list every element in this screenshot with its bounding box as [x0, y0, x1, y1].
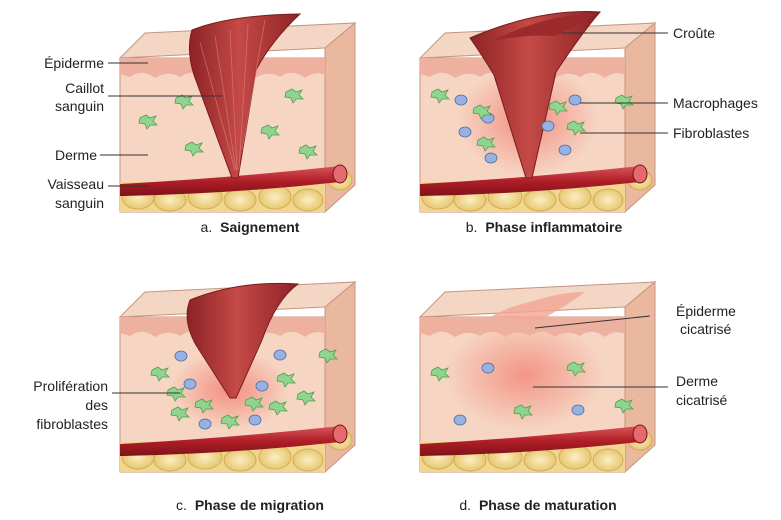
panel-b-vessel-opening: [633, 165, 647, 183]
label-caillot-line2: sanguin: [55, 98, 104, 114]
label-derme: Derme: [55, 147, 97, 163]
label-macrophages: Macrophages: [673, 95, 758, 111]
label-proliferation-line1: Prolifération: [33, 378, 108, 394]
label-derme-cicatrise-line1: Derme: [676, 373, 718, 389]
panel-d-vessel-opening: [633, 425, 647, 443]
caption-b-letter: b.: [466, 219, 478, 235]
label-derme-cicatrise-line2: cicatrisé: [676, 392, 728, 408]
caption-a-title: Saignement: [220, 219, 300, 235]
panel-c-vessel-opening: [333, 425, 347, 443]
panel-c-skin-block: [120, 282, 355, 472]
label-croute: Croûte: [673, 25, 715, 41]
caption-a: a. Saignement: [201, 219, 300, 235]
label-proliferation-line2: des: [85, 397, 108, 413]
panel-b-skin-block: [420, 12, 655, 212]
caption-c-title: Phase de migration: [195, 497, 324, 513]
label-fibroblastes: Fibroblastes: [673, 125, 749, 141]
label-caillot-line1: Caillot: [65, 80, 104, 96]
label-vaisseau-line1: Vaisseau: [47, 176, 104, 192]
label-epiderme-cicatrise-line2: cicatrisé: [680, 321, 732, 337]
label-proliferation-line3: fibroblastes: [36, 416, 108, 432]
panel-a-vessel-opening: [333, 165, 347, 183]
panel-d-skin-block: [420, 282, 655, 472]
panel-a-skin-block: [120, 14, 355, 212]
caption-d-title: Phase de maturation: [479, 497, 617, 513]
caption-c-letter: c.: [176, 497, 187, 513]
label-vaisseau-line2: sanguin: [55, 195, 104, 211]
caption-a-letter: a.: [201, 219, 213, 235]
caption-c: c. Phase de migration: [176, 497, 324, 513]
caption-d-letter: d.: [459, 497, 471, 513]
caption-b: b. Phase inflammatoire: [466, 219, 623, 235]
caption-d: d. Phase de maturation: [459, 497, 616, 513]
label-epiderme-cicatrise-line1: Épiderme: [676, 303, 736, 319]
caption-b-title: Phase inflammatoire: [485, 219, 622, 235]
label-epiderme: Épiderme: [44, 55, 104, 71]
